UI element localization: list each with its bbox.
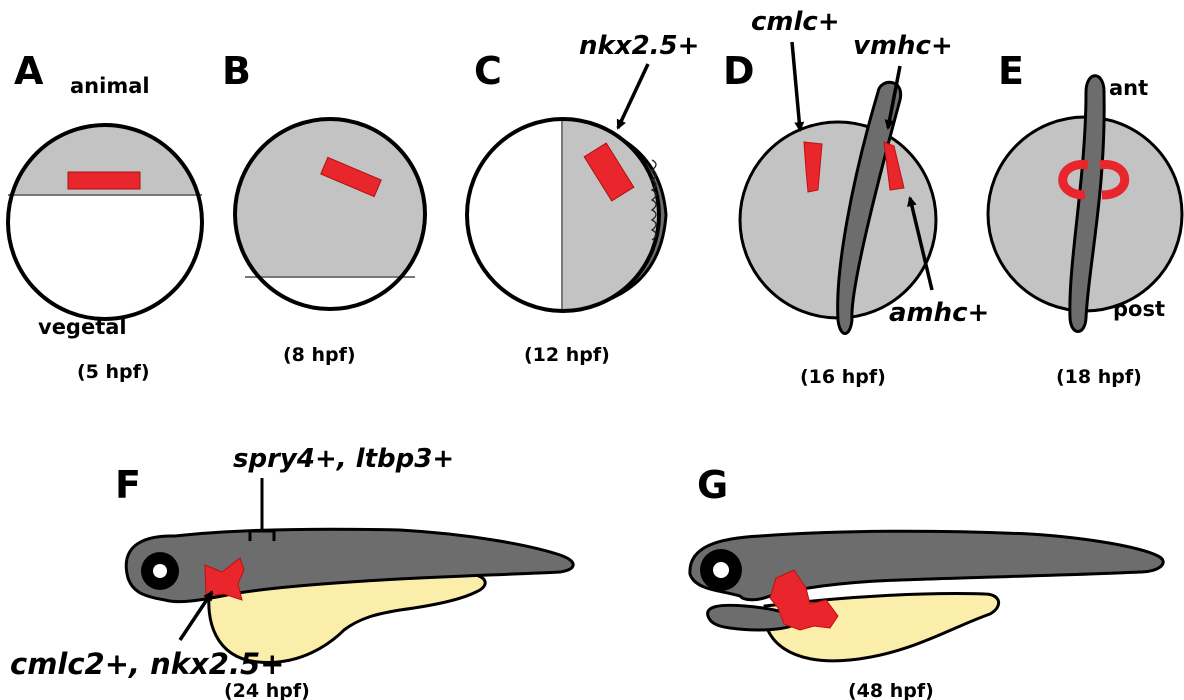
panel-c-letter: C [474,49,502,93]
panel-b: B (8 hpf) [220,49,440,366]
panel-f-time: (24 hpf) [224,680,310,700]
panel-f-letter: F [115,463,141,507]
panel-a-embryo-fill [0,120,220,335]
panel-d: D cmlc+ vmhc+ amhc+ (16 hpf) [723,7,989,388]
panel-g: G (48 hpf) [690,463,1163,700]
panel-d-letter: D [723,49,755,93]
cardiac-progenitor-domain [68,172,140,189]
vmhc-label: vmhc+ [853,31,953,61]
panel-c-embryo-fill [460,110,672,330]
ant-label: ant [1109,76,1148,100]
panel-g-body [690,531,1163,600]
panel-f: F spry4+, ltbp3+ cmlc2+, nkx2.5+ (24 hpf… [10,444,573,700]
panel-f-eye-center [153,564,167,578]
nkx25-arrow [618,64,648,128]
panel-d-time: (16 hpf) [800,366,886,388]
animal-label: animal [70,74,150,98]
panel-e-letter: E [998,49,1024,93]
panel-g-time: (48 hpf) [848,680,934,700]
panel-e-time: (18 hpf) [1056,366,1142,388]
nkx25-label: nkx2.5+ [579,31,699,61]
panel-g-letter: G [697,463,728,507]
panel-e: E ant post (18 hpf) [988,49,1182,388]
panel-a-time: (5 hpf) [77,361,150,383]
panel-b-embryo-fill [220,110,440,337]
panel-c: C nkx2.5+ (12 hpf) [460,31,699,366]
panel-a-letter: A [14,49,44,93]
amhc-label: amhc+ [889,298,989,328]
panel-c-time: (12 hpf) [524,344,610,366]
post-label: post [1113,297,1165,321]
cmlc2-nkx25-label: cmlc2+, nkx2.5+ [10,647,284,681]
panel-b-time: (8 hpf) [283,344,356,366]
spry4-ltbp3-label: spry4+, ltbp3+ [233,444,454,474]
panel-a: A animal vegetal (5 hpf) [0,49,220,383]
vegetal-label: vegetal [38,315,127,339]
cmlc-arrow [792,42,800,130]
panel-g-eye-center [713,562,729,578]
panel-b-letter: B [222,49,251,93]
cmlc-label: cmlc+ [751,7,840,37]
